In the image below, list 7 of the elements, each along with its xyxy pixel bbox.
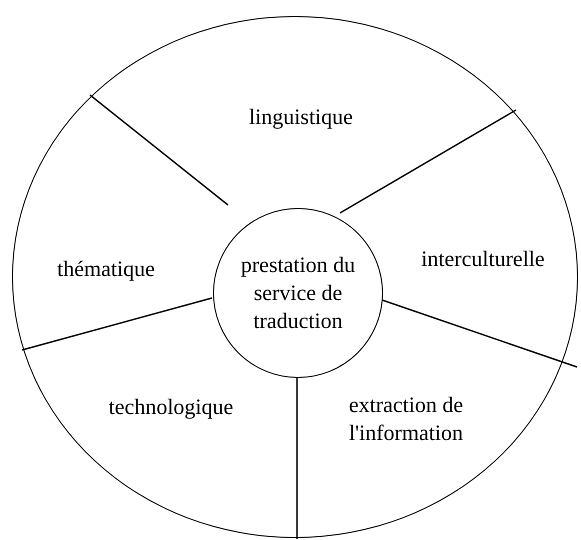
label-text: extraction de l'information [348, 391, 464, 447]
label-text: interculturelle [421, 245, 545, 273]
outer-ellipse [12, 16, 578, 538]
label-text: linguistique [249, 103, 353, 131]
label-text: thématique [57, 255, 155, 283]
label-text: prestation du service de traduction [240, 251, 356, 335]
label-text: technologique [108, 393, 234, 421]
